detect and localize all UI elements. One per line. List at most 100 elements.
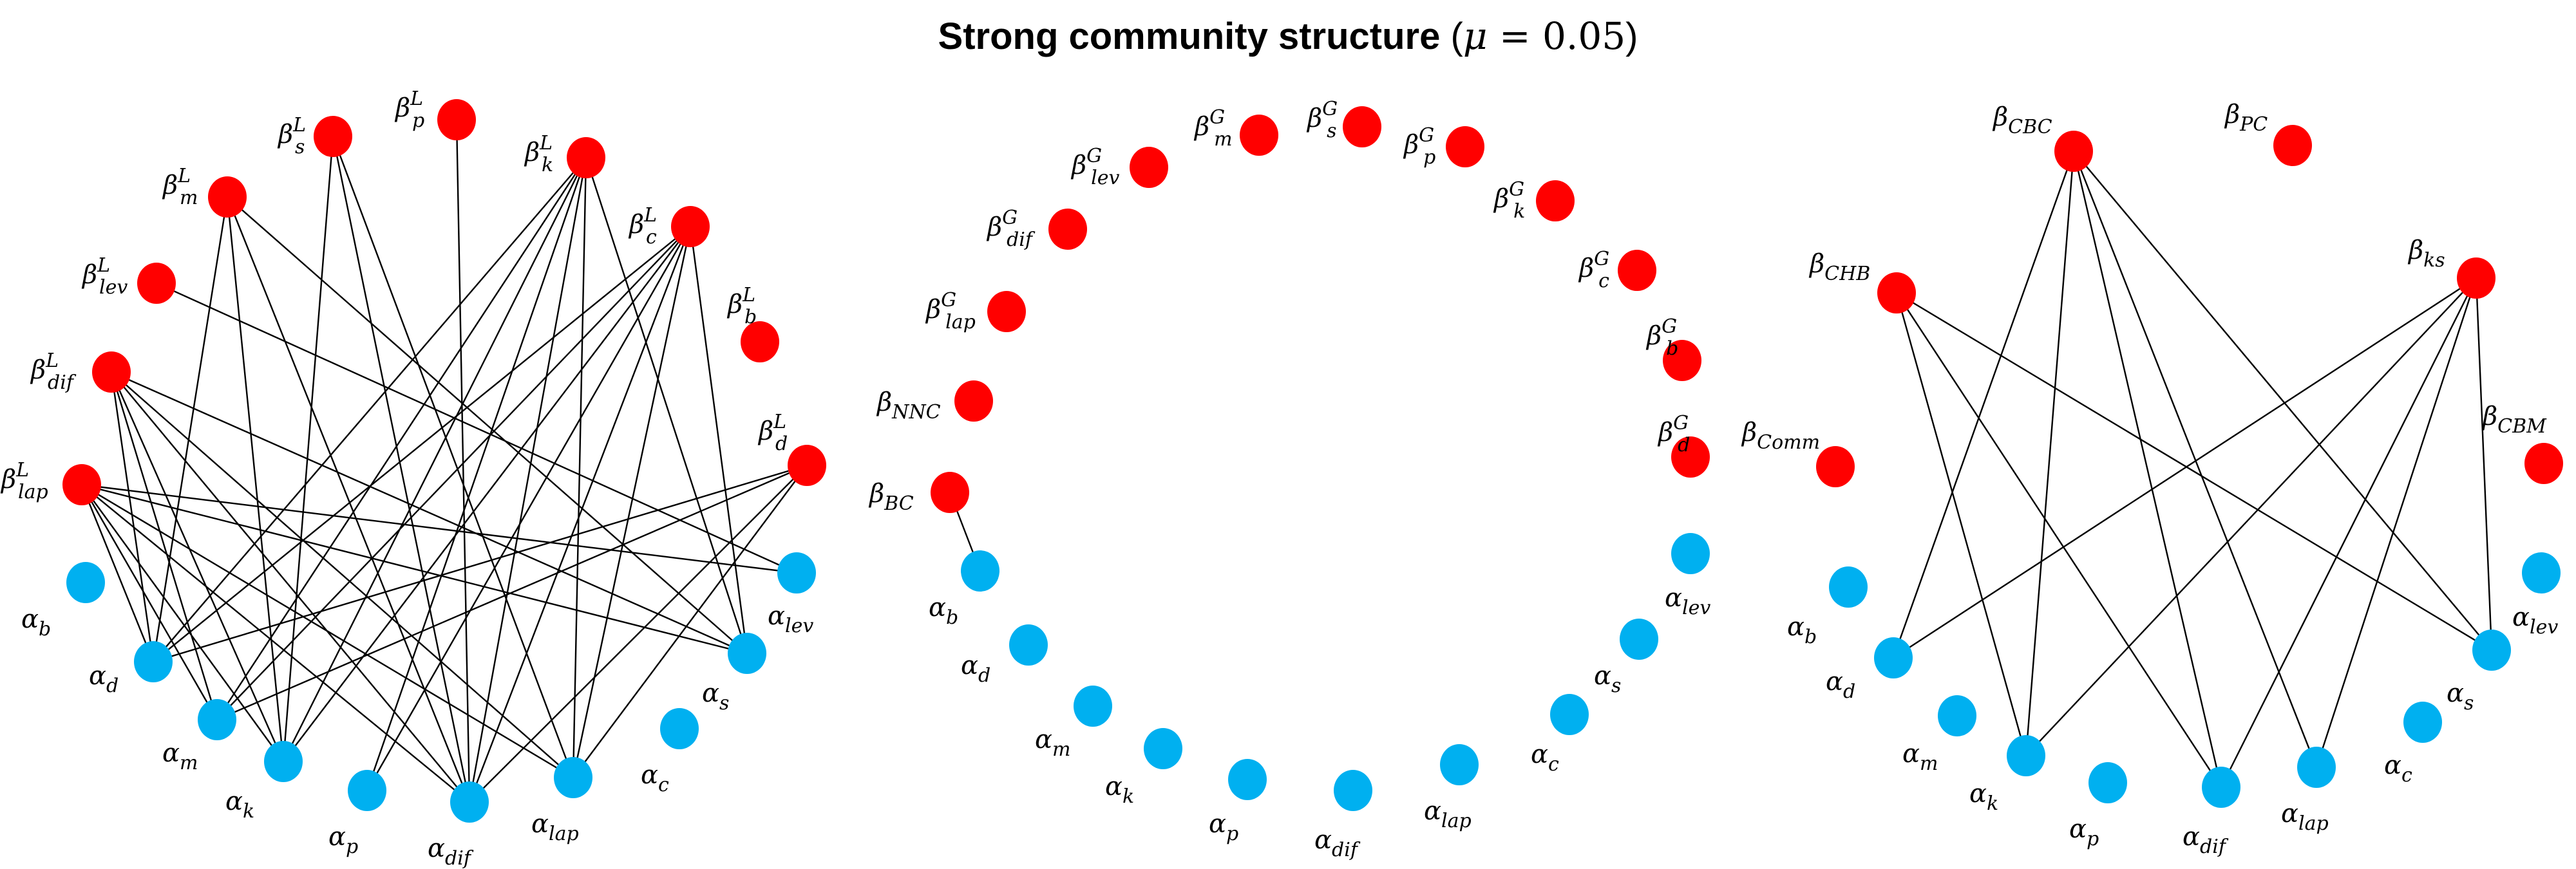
label-am-sub: m [180,752,198,774]
label-alev-base: α [768,601,785,631]
edge-bdif-am [110,371,218,720]
edge-bdif-as [111,371,748,655]
title-mu-symbol: μ [1463,14,1488,58]
label-gdif-sub: dif [1007,229,1036,251]
node-oas [2472,630,2511,671]
label-gb-sup: G [1662,315,1677,338]
title-paren-close: ) [1625,15,1638,57]
edge-oks-oak [2025,277,2477,756]
label-gm-sub: m [1214,128,1232,151]
edge-bd-am [216,464,808,721]
edge-bm-as [227,196,748,654]
label-ak-sub: k [243,800,254,823]
node-gab [961,550,999,592]
label-gad: αd [961,651,990,687]
node-gbc [931,472,969,513]
edge-bp-adif [455,119,471,803]
label-gnnc-base: β [876,388,892,417]
label-bd-sup: L [773,411,786,433]
label-gd-sub: d [1678,434,1690,456]
label-oas-sub: s [2464,692,2474,715]
edge-bd-alap [573,465,808,778]
node-oalap [2297,747,2336,788]
label-gam: αm [1035,725,1070,761]
edge-bc-am [216,226,691,720]
label-bs-base: β [277,120,293,149]
label-gac: αc [1531,740,1559,776]
edge-blap-alev [81,483,797,574]
label-gcomm-sub: Comm [1757,431,1820,454]
node-gas [1620,619,1658,660]
node-ocbm [2524,443,2563,484]
title-mu-value: 0.05 [1542,14,1626,58]
label-bdif-base: β [30,355,46,385]
label-galap: αlap [1424,796,1472,832]
label-blev-sub: lev [99,276,128,299]
label-galev-base: α [1665,583,1682,613]
node-gp [1446,126,1484,167]
label-bp-sub: p [412,109,424,132]
label-alev: αlev [768,601,813,637]
label-oas: αs [2447,678,2474,715]
label-glev-sub: lev [1091,167,1119,189]
label-alap-sub: lap [549,823,579,845]
label-ocbc: βCBC [1992,102,2052,138]
label-gbc: βBC [868,479,914,515]
label-gk-base: β [1493,184,1509,214]
label-gc-sub: c [1598,270,1609,292]
edge-bd-ad [153,464,808,663]
label-galev: αlev [1665,583,1710,619]
node-opc [2273,125,2312,166]
edge-bk-am [216,157,587,720]
node-gcomm [1816,446,1855,487]
label-bs-sub: s [295,136,305,158]
label-ocbc-sub: CBC [2008,116,2052,138]
label-gac-sub: c [1548,753,1559,776]
edge-bk-adif [468,157,587,803]
node-gadif [1334,770,1372,811]
edge-ocbc-oad [1892,151,2075,659]
node-gd [1671,436,1710,478]
node-alap [554,757,592,798]
title-mu: μ = 0.05 [1463,14,1625,58]
label-ap: αp [328,822,358,858]
label-gb-sub: b [1666,337,1678,360]
node-ocbc [2054,131,2093,172]
label-oad-sub: d [1843,680,1855,703]
label-gm-base: β [1193,112,1209,142]
label-gadif-base: α [1314,825,1332,855]
node-as [728,633,766,674]
label-oalev-sub: lev [2530,616,2558,639]
label-glev-base: β [1070,151,1086,180]
edge-bs-adif [332,136,471,803]
edge-bs-ak [282,136,334,762]
label-alev-sub: lev [785,615,813,637]
label-gk-sup: G [1509,178,1524,201]
label-gadif-sub: dif [1332,839,1361,861]
label-ac-base: α [641,760,658,790]
label-oac: αc [2384,751,2412,787]
node-ab [66,562,105,603]
label-bm-sub: m [180,187,198,209]
edge-bs-alap [332,136,574,778]
edge-bc-as [689,226,748,654]
label-ochb-base: β [1808,249,1824,279]
label-oak-sub: k [1987,792,1998,815]
label-gd-base: β [1657,418,1673,447]
edge-bc-ad [153,226,691,662]
node-gk [1536,180,1575,221]
label-gadif: αdif [1314,825,1361,861]
label-oalev: αlev [2512,603,2558,639]
edge-oks-oad [1893,277,2477,659]
edge-ocbc-oalap [2072,151,2318,768]
edge-bk-ap [366,157,587,791]
label-bc-sub: c [646,226,657,248]
label-oks: βks [2407,236,2445,272]
label-oks-sub: ks [2423,249,2445,272]
